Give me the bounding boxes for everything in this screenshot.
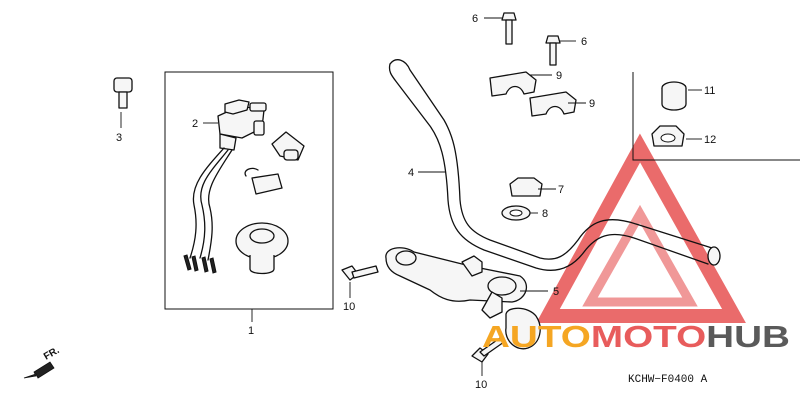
callout-4: 4 (408, 167, 414, 179)
bolt-10b (471, 337, 505, 376)
callout-6b: 6 (581, 36, 587, 48)
watermark-part-auto: AUTO (482, 319, 591, 354)
handlebar-holder-upper (489, 71, 552, 97)
ignition-switch (183, 99, 267, 274)
callout-10a: 10 (343, 301, 355, 313)
bolt-10a (341, 265, 379, 298)
top-bridge (385, 247, 548, 350)
callout-12: 12 (704, 134, 716, 146)
callout-6a: 6 (472, 13, 478, 25)
key (113, 77, 133, 128)
bolt-6a (484, 12, 517, 45)
callout-3: 3 (116, 132, 122, 144)
callout-9b: 9 (589, 98, 595, 110)
reference-code: KCHW−F0400 A (628, 374, 708, 386)
washer (501, 205, 538, 221)
ignition-kit-box (164, 71, 334, 322)
callout-10b: 10 (475, 379, 487, 391)
callout-11: 11 (704, 85, 715, 97)
inset-box (632, 72, 800, 161)
callout-7: 7 (558, 184, 564, 196)
grip-end (661, 81, 702, 111)
bolt-6b (545, 35, 576, 66)
front-arrow-icon (23, 361, 55, 379)
callout-2: 2 (192, 118, 198, 130)
callout-1: 1 (248, 325, 254, 337)
callout-9a: 9 (556, 70, 562, 82)
ignition-cover (235, 222, 289, 275)
front-label: FR. (42, 345, 62, 363)
handlebar-holder-lower (529, 91, 586, 117)
callout-8: 8 (542, 208, 548, 220)
handlebar (388, 59, 721, 271)
steering-nut (509, 177, 556, 197)
watermark-logo (536, 133, 746, 323)
connector-parts (244, 131, 305, 195)
callout-5: 5 (553, 286, 559, 298)
watermark-part-moto: MOTO (591, 319, 706, 354)
grip-end-nut (651, 125, 702, 147)
watermark-part-hub: HUB (706, 319, 790, 354)
